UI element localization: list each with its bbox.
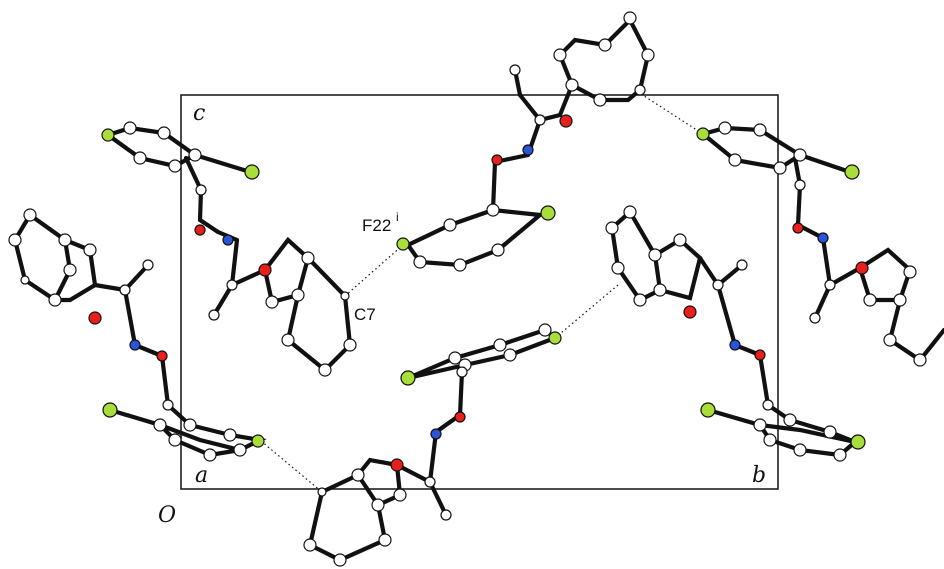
molecule-a [101, 121, 357, 377]
atom-label-f22-symmetry: i [396, 210, 399, 224]
molecule-c [696, 121, 944, 367]
hydrogen-bonds [260, 93, 704, 493]
molecule-d [8, 208, 267, 462]
molecule-b [396, 11, 655, 272]
origin-label: O [158, 503, 176, 528]
hbond-mid-right [554, 284, 619, 339]
molecule-f [605, 205, 866, 462]
atom-label-f22: F22 [362, 216, 391, 235]
axis-label-b: b [752, 463, 766, 488]
axis-label-c: c [193, 101, 205, 126]
hbond-bottom-left [260, 440, 323, 493]
hbond-c7-f22 [344, 244, 404, 297]
hbond-top-right [640, 93, 704, 135]
axis-label-a: a [195, 463, 208, 488]
atom-label-c7: C7 [354, 305, 376, 324]
molecule-e [303, 323, 562, 567]
unit-cell-box [180, 94, 779, 490]
